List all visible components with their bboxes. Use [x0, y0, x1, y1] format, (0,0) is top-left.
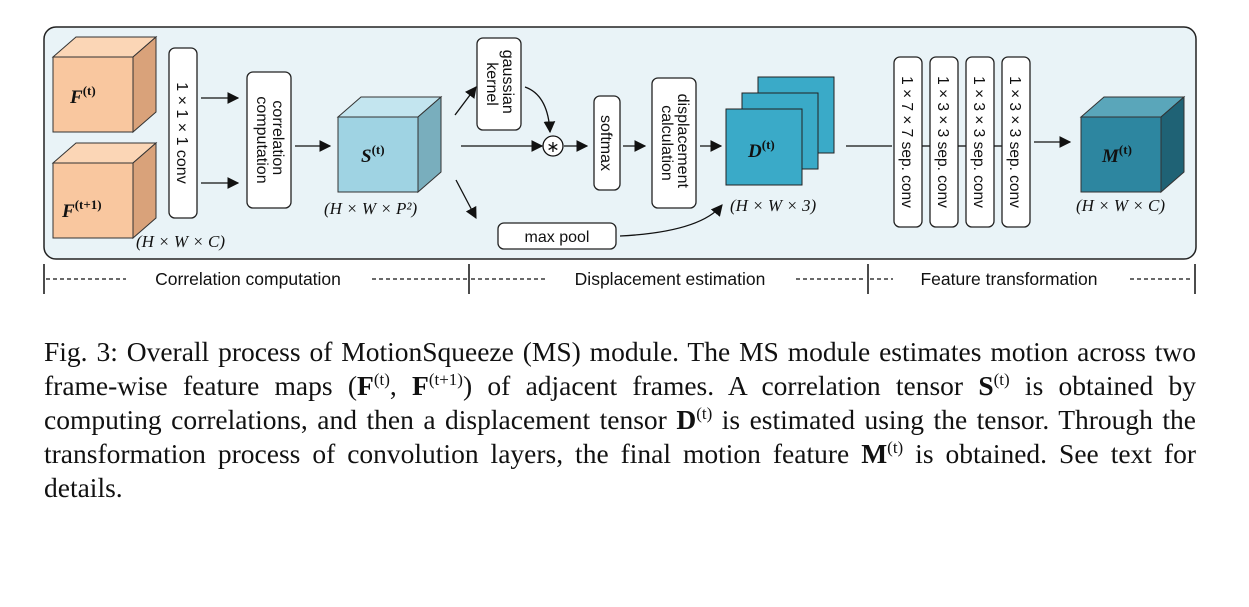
m-sup: (t) [1119, 142, 1132, 157]
caption-comma: , [389, 370, 413, 401]
arrow-s-gaussian [454, 86, 477, 116]
stage-label-correlation: Correlation computation [155, 269, 341, 289]
sepconv-label-2: 1 × 3 × 3 sep. conv [934, 76, 951, 208]
caption-m: M [861, 438, 888, 469]
sepconv-box-1 [893, 56, 923, 228]
input-cube-ft1: F(t+1) [51, 141, 158, 240]
arrow-s-maxpool [455, 179, 477, 220]
gaussian-label-2: kernel [483, 62, 500, 106]
sepconv-box-4 [1001, 56, 1031, 228]
caption-part-1: Overall process of MotionSqueeze (MS) mo… [44, 336, 1196, 401]
sepconv-label-1: 1 × 7 × 7 sep. conv [898, 76, 915, 208]
caption-f2-sup: (t+1) [428, 369, 463, 389]
ms-module-diagram: F(t) F(t+1) (H × W × C) 1 × 1 × 1 conv c… [43, 26, 1197, 294]
svg-text:displacement calculation: displacement calculation [658, 94, 691, 193]
displacement-box [651, 77, 697, 209]
input-ft-sup: (t) [83, 83, 96, 98]
conv1x1-label: 1 × 1 × 1 conv [173, 82, 190, 183]
caption-part-5: is obtained. See text for details. [44, 438, 1196, 503]
sepconv-stack: 1 × 7 × 7 sep. conv 1 × 3 × 3 sep. conv … [893, 56, 1031, 228]
sepconv-label-4: 1 × 3 × 3 sep. conv [1006, 76, 1023, 208]
s-dim-label: (H × W × P²) [324, 199, 418, 218]
input-cube-ft: F(t) [51, 35, 158, 134]
svg-text:gaussian kernel: gaussian kernel [483, 50, 516, 119]
caption-d: D [676, 404, 697, 435]
correlation-label-2: computation [253, 96, 270, 183]
svg-text:S(t): S(t) [361, 142, 385, 167]
caption-s: S [978, 370, 994, 401]
d-var: D [747, 141, 762, 162]
svg-text:correlation computation: correlation computation [253, 96, 286, 183]
conv-operator-circle [542, 135, 564, 157]
caption-part-3: is obtained by computing correlations, a… [44, 370, 1197, 435]
d-sup: (t) [762, 137, 775, 152]
svg-text:M(t): M(t) [1101, 142, 1132, 167]
gaussian-label-1: gaussian [499, 50, 516, 114]
caption-label: Fig. 3: [44, 336, 118, 367]
stage-label-displacement: Displacement estimation [575, 269, 766, 289]
sepconv-box-2 [929, 56, 959, 228]
m-dim-label: (H × W × C) [1076, 196, 1165, 215]
caption-f1-sup: (t) [373, 369, 390, 389]
input-ft1-var: F [61, 201, 75, 222]
maxpool-label: max pool [525, 229, 590, 246]
sepconv-box-3 [965, 56, 995, 228]
conv-operator-symbol: ∗ [546, 139, 559, 156]
correlation-box [246, 71, 292, 209]
figure-caption: Fig. 3: Overall process of MotionSqueeze… [44, 335, 1196, 505]
s-cube: S(t) [336, 95, 443, 194]
m-var: M [1101, 146, 1120, 167]
softmax-box [593, 95, 621, 191]
conv1x1-box [168, 47, 198, 219]
s-sup: (t) [372, 142, 385, 157]
input-dim-label: (H × W × C) [136, 232, 225, 251]
caption-f1: F [357, 370, 374, 401]
caption-part-4: is estimated using the tensor. Through t… [44, 404, 1196, 469]
s-var: S [361, 146, 372, 167]
d-dim-label: (H × W × 3) [730, 196, 817, 215]
caption-m-sup: (t) [887, 437, 904, 457]
caption-part-2: ) of adjacent frames. A correlation tens… [462, 370, 979, 401]
arrow-maxpool-d [619, 204, 723, 237]
caption-d-sup: (t) [696, 403, 713, 423]
svg-text:F(t): F(t) [69, 83, 96, 108]
arrow-gaussian-conv [524, 86, 556, 134]
displacement-label-1: displacement [674, 94, 691, 189]
stage-timeline: Correlation computation Displacement est… [43, 264, 1196, 294]
svg-text:F(t+1): F(t+1) [61, 197, 102, 222]
gaussian-box [476, 37, 522, 131]
m-cube: M(t) [1079, 95, 1186, 194]
caption-f2: F [412, 370, 429, 401]
displacement-label-2: calculation [658, 105, 675, 181]
d-stack: D(t) [725, 76, 835, 186]
stage-label-transformation: Feature transformation [920, 269, 1097, 289]
softmax-label: softmax [597, 115, 614, 171]
caption-s-sup: (t) [993, 369, 1010, 389]
input-ft1-sup: (t+1) [75, 197, 102, 212]
svg-text:D(t): D(t) [747, 137, 775, 162]
sepconv-label-3: 1 × 3 × 3 sep. conv [970, 76, 987, 208]
input-ft-var: F [69, 87, 83, 108]
maxpool-box [497, 222, 617, 250]
correlation-label-1: correlation [269, 100, 286, 175]
